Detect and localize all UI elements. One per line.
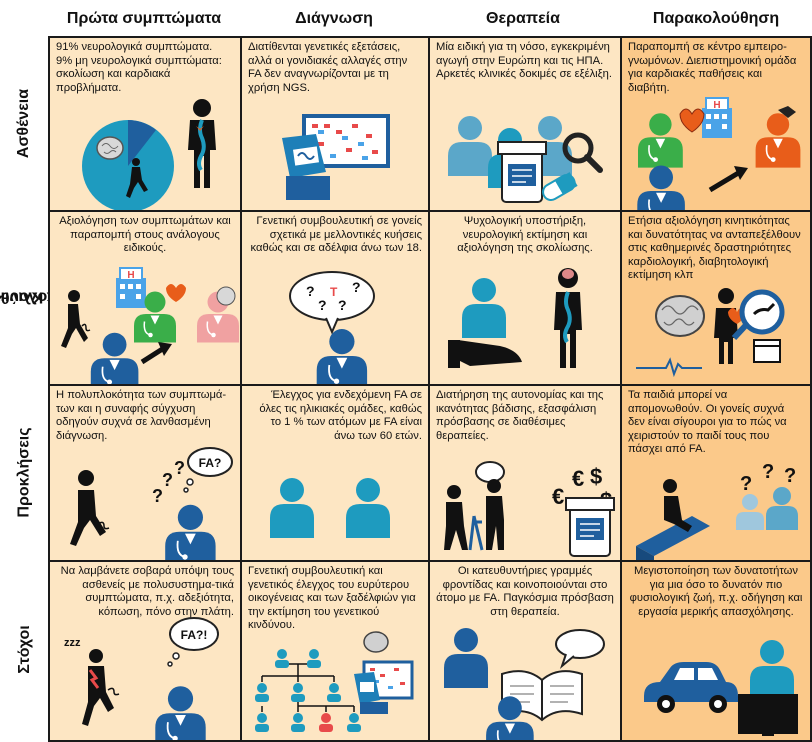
cell-text: Γενετική συμβουλευτική και γενετικός έλε… — [248, 565, 416, 631]
cell-goals-first-symptoms: Να λαμβάνετε σοβαρά υπόψη τους ασθενείς … — [48, 560, 242, 742]
fa-question-text: FA? — [199, 456, 222, 470]
row-header-disease: Ασθένεια — [0, 36, 48, 210]
cell-text: Ψυχολογική υποστήριξη, νευρολογική εκτίμ… — [457, 215, 593, 254]
autonomy-access-icon: € € $ $ — [444, 461, 615, 557]
cell-text: Να λαμβάνετε σοβαρά υπόψη τους ασθενείς … — [60, 565, 234, 618]
row-label-line: Προκλήσεις — [15, 426, 33, 518]
row-header-challenges: Προκλήσεις — [0, 384, 48, 560]
cell-clinical-diagnosis: Γενετική συμβουλευτική σε γονείς σχετικά… — [240, 210, 430, 386]
take-seriously-icon: zzz FA?! — [64, 617, 219, 740]
svg-text:$: $ — [590, 464, 602, 489]
hospital-h-label: H — [127, 270, 134, 281]
cell-challenges-treatment: Διατήρηση της αυτονομίας και της ικανότη… — [428, 384, 622, 562]
cell-disease-monitoring: Παραπομπή σε κέντρο εμπειρο-γνωμόνων. Δι… — [620, 36, 812, 212]
cell-text: Διατίθενται γενετικές εξετάσεις, αλλά οι… — [248, 41, 408, 94]
svg-text:?: ? — [174, 458, 185, 478]
cell-disease-treatment: Μία ειδική για τη νόσο, εγκεκριμένη αγωγ… — [428, 36, 622, 212]
svg-text:?: ? — [152, 486, 163, 506]
row-header-goals: Στόχοι — [0, 560, 48, 738]
column-header-first-symptoms: Πρώτα συμπτώματα — [66, 10, 222, 27]
specialist-team-icon: H — [636, 97, 802, 210]
neuro-symptoms-pie-icon — [82, 99, 216, 210]
cell-text: Ετήσια αξιολόγηση κινητικότητας και δυνα… — [628, 215, 801, 281]
cell-text: Μεγιστοποίηση των δυνατοτήτων για μια όσ… — [629, 565, 803, 618]
hospital-h-label: H — [713, 100, 720, 111]
cell-text: Αξιολόγηση των συμπτωμάτων και παραπομπή… — [59, 215, 231, 254]
cell-goals-monitoring: Μεγιστοποίηση των δυνατοτήτων για μια όσ… — [620, 560, 812, 742]
cell-text: Διατήρηση της αυτονομίας και της ικανότη… — [436, 389, 604, 442]
svg-text:?: ? — [784, 465, 796, 487]
column-header-treatment: Θεραπεία — [486, 10, 560, 27]
isolated-child-icon: ??? — [636, 461, 798, 560]
psychological-support-icon — [448, 268, 582, 368]
cell-text: 91% νευρολογικά συμπτώματα. 9% μη νευρολ… — [56, 41, 222, 94]
misdiagnosis-confusion-icon: FA? ??? — [70, 447, 233, 560]
row-label-line: Στόχοι — [15, 624, 33, 674]
age-groups-people-icon — [270, 478, 390, 538]
cell-clinical-first-symptoms: Αξιολόγηση των συμπτωμάτων και παραπομπή… — [48, 210, 242, 386]
svg-text:?: ? — [352, 279, 361, 295]
family-pedigree-icon — [255, 631, 414, 732]
cell-disease-diagnosis: Διατίθενται γενετικές εξετάσεις, αλλά οι… — [240, 36, 430, 212]
annual-assessment-icon — [636, 288, 785, 378]
cell-text: Έλεγχος για ενδεχόμενη FA σε όλες τις ηλ… — [259, 389, 422, 442]
zzz-text: zzz — [64, 637, 81, 649]
svg-text:?: ? — [762, 461, 774, 483]
cell-clinical-treatment: Ψυχολογική υποστήριξη, νευρολογική εκτίμ… — [428, 210, 622, 386]
row-label-line: Ασθένεια — [15, 88, 33, 158]
gene-t-label: T — [330, 285, 338, 299]
care-guidelines-icon — [444, 628, 605, 740]
row-header-clinical-monitoring: Κλινικήπαρακολούθηση — [0, 210, 97, 384]
svg-text:?: ? — [306, 283, 315, 299]
cell-goals-diagnosis: Γενετική συμβουλευτική και γενετικός έλε… — [240, 560, 430, 742]
cell-text: Τα παιδιά μπορεί να απομονωθούν. Οι γονε… — [628, 389, 787, 455]
svg-text:€: € — [552, 484, 564, 509]
cell-challenges-monitoring: Τα παιδιά μπορεί να απομονωθούν. Οι γονε… — [620, 384, 812, 562]
svg-text:?: ? — [162, 470, 173, 490]
cell-text: Μία ειδική για τη νόσο, εγκεκριμένη αγωγ… — [436, 41, 613, 80]
genetic-test-machine-icon — [282, 114, 390, 200]
cell-text: Η πολυπλοκότητα των συμπτωμά-των και η σ… — [56, 389, 227, 442]
column-header-diagnosis: Διάγνωση — [295, 10, 373, 27]
driving-work-icon — [644, 640, 798, 736]
cell-clinical-monitoring: Ετήσια αξιολόγηση κινητικότητας και δυνα… — [620, 210, 812, 386]
cell-text: Γενετική συμβουλευτική σε γονείς σχετικά… — [250, 215, 422, 254]
cell-challenges-first-symptoms: Η πολυπλοκότητα των συμπτωμά-των και η σ… — [48, 384, 242, 562]
svg-text:?: ? — [740, 473, 752, 495]
cell-text: Οι κατευθυντήριες γραμμές φροντίδας και … — [436, 565, 614, 618]
cell-goals-treatment: Οι κατευθυντήριες γραμμές φροντίδας και … — [428, 560, 622, 742]
cell-disease-first-symptoms: 91% νευρολογικά συμπτώματα. 9% μη νευρολ… — [48, 36, 242, 212]
cell-challenges-diagnosis: Έλεγχος για ενδεχόμενη FA σε όλες τις ηλ… — [240, 384, 430, 562]
column-header-monitoring: Παρακολούθηση — [652, 10, 780, 27]
svg-text:?: ? — [338, 297, 347, 313]
fa-exclaim-text: FA?! — [181, 628, 208, 642]
cell-text: Παραπομπή σε κέντρο εμπειρο-γνωμόνων. Δι… — [628, 41, 797, 94]
svg-text:€: € — [572, 466, 584, 491]
genetic-counselling-icon: ???? T — [289, 271, 375, 384]
medication-people-icon — [448, 116, 603, 203]
referral-specialists-icon: H — [61, 267, 240, 384]
svg-text:?: ? — [318, 297, 327, 313]
